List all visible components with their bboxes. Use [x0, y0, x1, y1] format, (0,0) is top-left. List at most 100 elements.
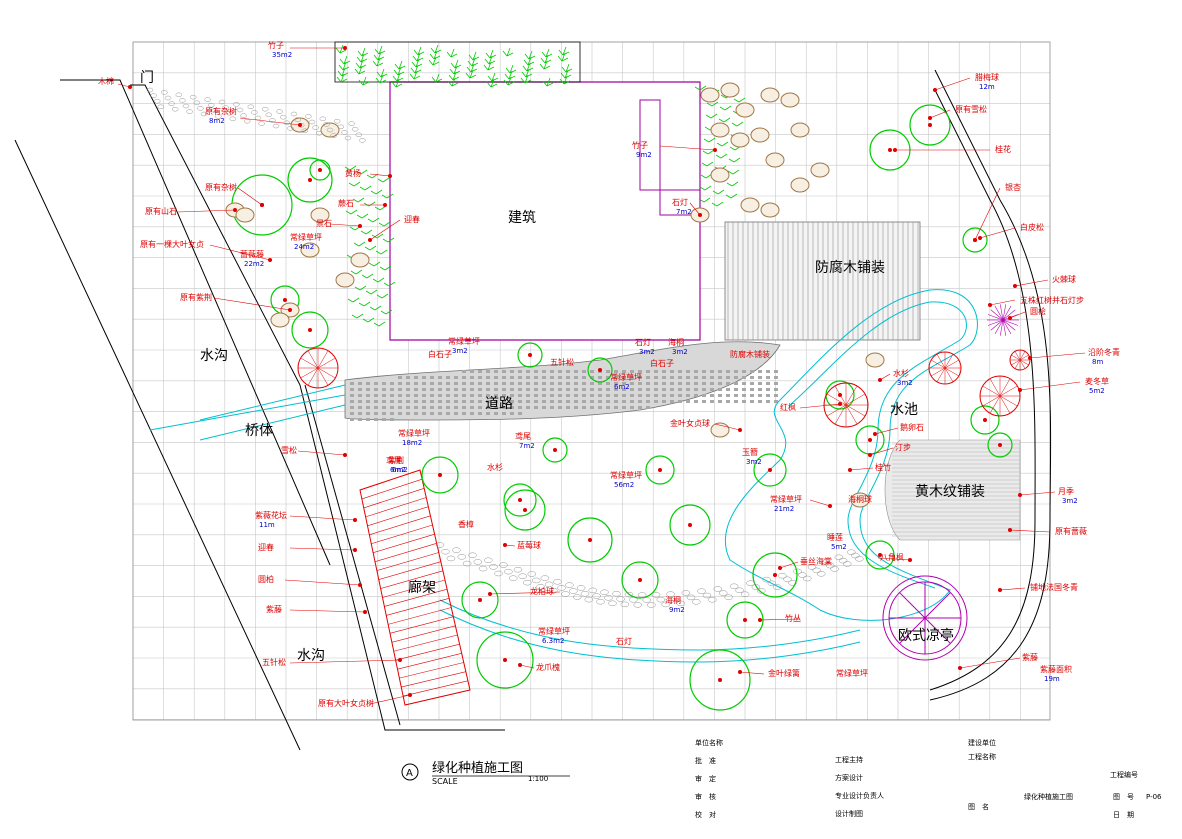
right-label: 原有雪松	[955, 104, 987, 114]
right-label: 白皮松	[1020, 222, 1044, 232]
mid-qty: 21m2	[774, 505, 794, 513]
tb-drawing-name: 绿化种植施工图	[1024, 792, 1073, 801]
west-label: 紫荆	[388, 455, 404, 465]
pond	[439, 289, 978, 663]
tb-col1-item: 批 准	[695, 756, 716, 765]
west-qty: 6m2	[392, 466, 408, 474]
left-label: 竹子	[268, 40, 284, 50]
area-road: 道路	[485, 396, 513, 412]
bridge	[149, 384, 346, 441]
area-gate: 门	[140, 70, 154, 86]
red-tree-symbols	[297, 304, 1031, 428]
site-boundary	[14, 69, 1052, 751]
tb-col4-item: 工程编号	[1110, 770, 1138, 779]
mid-qty: 7m2	[676, 208, 692, 216]
mid-qty: 6m2	[390, 466, 406, 474]
mid-label: 常绿草坪	[398, 428, 430, 438]
building	[334, 41, 701, 341]
tb-col2-item: 专业设计负责人	[835, 791, 884, 800]
right-label: 圆桧	[1030, 306, 1046, 316]
area-bridge: 桥体	[245, 423, 273, 439]
left-label: 常绿草坪	[290, 232, 322, 242]
area-ditch-top: 水沟	[200, 348, 228, 364]
labels-left: 竹子35m2木棉原有杂树8m2原有杂树原有山石原有一棵大叶女贞蔷薇藤22m2原有…	[98, 40, 420, 312]
pavilion	[882, 575, 968, 661]
tb-col2-item: 设计制图	[835, 809, 863, 818]
mid-label: 八角枫	[880, 552, 904, 562]
mid-label: 龙爪槐	[536, 662, 560, 672]
right-label: 麦冬草	[1085, 376, 1109, 386]
mid-qty: 18m2	[402, 439, 422, 447]
title-marker: A	[406, 768, 413, 779]
area-corridor: 廊架	[408, 579, 436, 596]
right-label: 五株红树并石灯步	[1020, 295, 1084, 305]
tb-col2-item: 方案设计	[835, 773, 863, 782]
mid-label: 白石子	[650, 358, 674, 368]
mid-qty: 7m2	[519, 442, 535, 450]
right-label: 沿阶冬青	[1088, 347, 1120, 357]
right-qty: 8m	[1092, 358, 1103, 366]
left-label: 蔷薇藤	[240, 249, 264, 259]
tb-drawing-no: P-06	[1146, 793, 1162, 801]
left-qty: 22m2	[244, 260, 264, 268]
corridor	[359, 469, 471, 706]
yellow-deck	[884, 439, 1021, 541]
tb-col4-item: 日 期	[1113, 811, 1134, 819]
left-label: 蕨石	[338, 198, 354, 208]
tb-col3-item: 图 名	[968, 802, 989, 811]
mid-label: 水杉	[893, 368, 909, 378]
scale-label: SCALE	[432, 777, 458, 786]
left-label: 迎春	[404, 214, 420, 224]
mid-label: 常绿草坪	[610, 372, 642, 382]
mid-label: 玉簪	[742, 447, 758, 457]
west-label: 五针松	[262, 657, 286, 667]
mid-qty: 3m2	[746, 458, 762, 466]
road	[344, 341, 781, 421]
right-label: 紫藤面积	[1040, 664, 1072, 674]
scale-value: 1:100	[528, 775, 548, 783]
tb-col4-item: 图 号	[1113, 793, 1134, 801]
mid-label: 汀步	[895, 443, 911, 452]
mid-label: 垂丝海棠	[800, 556, 832, 566]
mid-qty: 3m2	[897, 379, 913, 387]
mid-label: 香樟	[458, 519, 474, 529]
mid-qty: 9m2	[636, 151, 652, 159]
west-label: 紫藤	[266, 604, 282, 614]
rock-symbols	[146, 82, 885, 608]
right-qty: 19m	[1044, 675, 1060, 683]
area-ditch-bottom: 水沟	[297, 648, 325, 664]
mid-qty: 3m2	[452, 347, 468, 355]
area-deck: 防腐木铺装	[815, 259, 885, 276]
west-qty: 11m	[259, 521, 275, 529]
left-qty: 35m2	[272, 51, 292, 59]
left-label: 原有杂树	[205, 182, 237, 192]
mid-label: 常绿草坪	[448, 336, 480, 346]
mid-label: 鸢尾	[515, 431, 531, 441]
mid-qty: 6m2	[614, 383, 630, 391]
right-label: 原有蔷薇	[1055, 526, 1087, 536]
tb-col3-item: 建设单位	[968, 738, 996, 747]
mid-label: 龙柏球	[530, 586, 554, 596]
west-label: 紫薇花坛	[255, 510, 287, 520]
mid-qty: 9m2	[669, 606, 685, 614]
mid-label: 海桐	[668, 337, 684, 347]
mid-label: 金叶女贞球	[670, 418, 710, 428]
labels-right: 腊梅球12m原有雪松桂花银杏白皮松火棘球五株红树并石灯步圆桧沿阶冬青8m麦冬草5…	[893, 72, 1120, 683]
west-label: 圆柏	[258, 574, 274, 584]
right-qty: 3m2	[1062, 497, 1078, 505]
right-label: 桂花	[995, 144, 1011, 154]
mid-qty: 5m2	[831, 543, 847, 551]
labels-middle: 竹子9m2石灯7m2石灯3m2常绿草坪3m2白石子常绿草坪6m2五针松海桐3m2…	[386, 140, 924, 678]
right-label: 银杏	[1005, 182, 1021, 192]
right-qty: 12m	[979, 83, 995, 91]
left-label: 原有紫荆	[180, 292, 212, 302]
mid-label: 鸢尾	[386, 455, 402, 465]
mid-label: 防腐木铺装	[730, 349, 770, 359]
mid-label: 金叶绿篱	[768, 668, 800, 678]
west-label: 原有大叶女贞树	[318, 698, 374, 708]
right-label: 腊梅球	[975, 72, 999, 82]
mid-label: 五针松	[550, 357, 574, 367]
